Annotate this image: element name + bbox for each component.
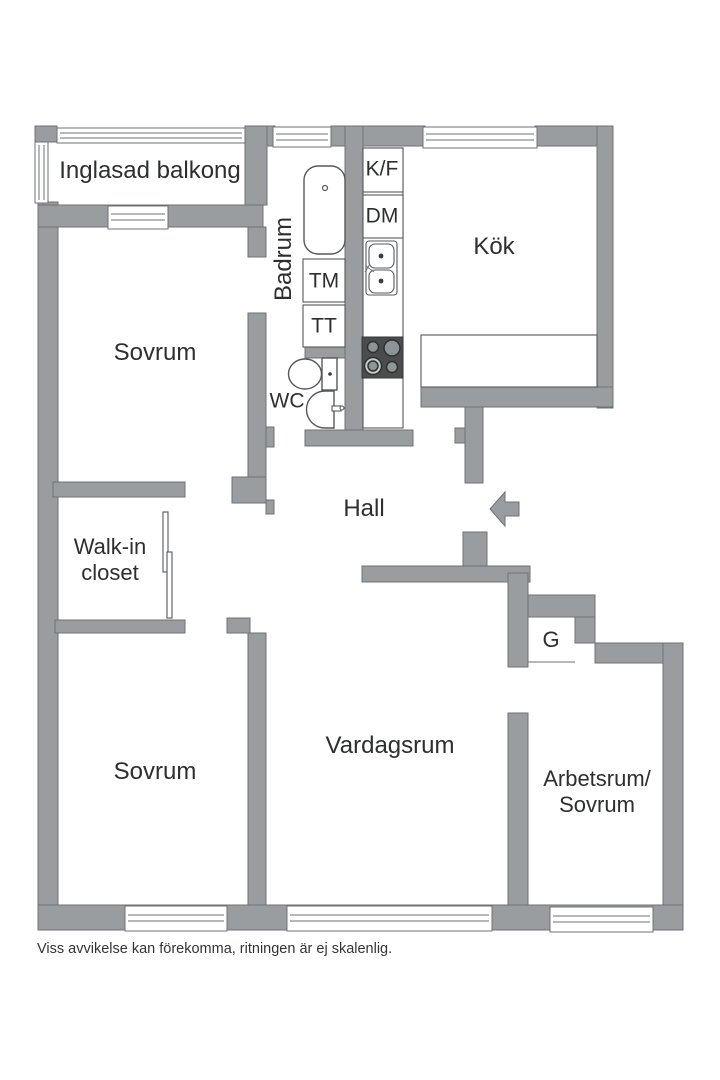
dryer-box [302, 304, 346, 348]
balcony-top-window [56, 127, 246, 144]
toilet-icon [287, 357, 338, 391]
office-window [549, 906, 654, 933]
room-label-living-room: Vardagsrum [325, 732, 455, 759]
stove-icon [361, 336, 404, 379]
entrance-arrow-icon [489, 490, 520, 528]
room-label-bedroom-bottom: Sovrum [113, 758, 197, 785]
bathtub-icon [303, 165, 346, 255]
appliance-label-dryer: TT [311, 314, 337, 338]
balcony-bedroom-window [107, 205, 169, 230]
room-label-bathroom: Badrum [270, 216, 297, 302]
office-line1: Arbetsrum/ [543, 766, 651, 791]
kitchen-window [422, 126, 538, 149]
disclaimer-note: Viss avvikelse kan förekomma, ritningen … [37, 941, 393, 957]
walk-in-line1: Walk-in [73, 534, 147, 559]
appliance-label-fridge-freezer: K/F [365, 157, 399, 181]
room-label-balcony: Inglasad balkong [59, 157, 241, 184]
room-label-kitchen: Kök [473, 233, 515, 260]
washer-box [302, 258, 346, 303]
appliance-label-dishwasher: DM [365, 204, 399, 228]
appliance-label-washing-machine: TM [308, 269, 340, 293]
bathroom-window [272, 126, 332, 148]
room-label-hall: Hall [343, 495, 385, 522]
room-label-wc: WC [269, 389, 305, 413]
room-label-bedroom-top: Sovrum [113, 339, 197, 366]
room-label-office-bedroom: Arbetsrum/ Sovrum [543, 766, 651, 818]
kitchen-sink-icon [364, 240, 398, 296]
windows [34, 126, 654, 933]
room-label-walk-in-closet: Walk-in closet [74, 534, 147, 586]
walk-in-line2: closet [81, 560, 139, 585]
balcony-left-window [34, 141, 49, 204]
kitchen-counter [362, 147, 598, 429]
wash-basin-icon [305, 390, 345, 429]
office-line2: Sovrum [559, 792, 635, 817]
walkin-sliding-door [162, 511, 173, 619]
living-room-window [286, 905, 493, 932]
bedroom-bottom-window [124, 905, 228, 932]
room-label-wardrobe: G [542, 627, 560, 652]
